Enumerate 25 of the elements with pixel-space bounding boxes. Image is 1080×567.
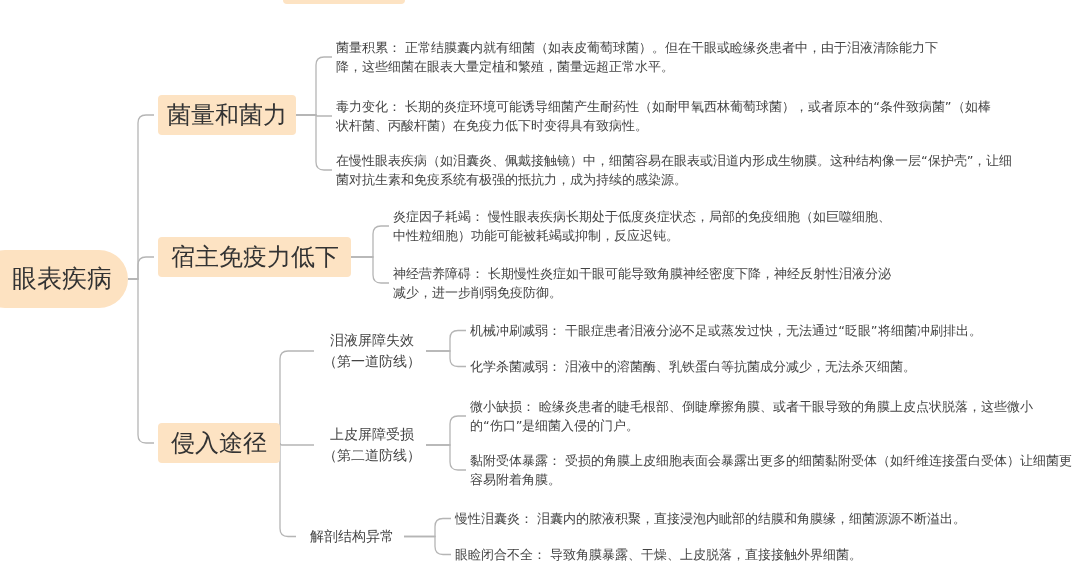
detail-text: 微小缺损： 睑缘炎患者的睫毛根部、倒睫摩擦角膜、或者干眼导致的角膜上皮点状脱落，这些微小的“伤口”是细菌入侵的门户。 (470, 397, 1040, 435)
detail-text: 黏附受体暴露： 受损的角膜上皮细胞表面会暴露出更多的细菌黏附受体（如纤维连接蛋白受体）让细菌更容易附着角膜。 (470, 451, 1078, 489)
subtopic: 上皮屏障受损（第二道防线） (318, 424, 426, 466)
detail-text: 化学杀菌减弱： 泪液中的溶菌酶、乳铁蛋白等抗菌成分减少，无法杀灭细菌。 (470, 357, 1075, 376)
main-topic: 宿主免疫力低下 (158, 237, 351, 277)
detail-text: 眼睑闭合不全： 导致角膜暴露、干燥、上皮脱落，直接接触外界细菌。 (455, 545, 1075, 564)
connector-line (403, 535, 452, 556)
connector-line (279, 442, 315, 446)
detail-text: 毒力变化： 长期的炎症环境可能诱导细菌产生耐药性（如耐甲氧西林葡萄球菌），或者原本的“条件致病菌”（如棒状杆菌、丙酸杆菌）在免疫力低下时变得具有致病性。 (336, 97, 996, 135)
detail-text: 慢性泪囊炎： 泪囊内的脓液积聚，直接浸泡内眦部的结膜和角膜缘，细菌源源不断溢出。 (455, 509, 1075, 528)
detail-text: 炎症因子耗竭： 慢性眼表疾病长期处于低度炎症状态，局部的免疫细胞（如巨噬细胞、中性粒细胞）功能可能被耗竭或抑制，反应迟钝。 (393, 207, 893, 245)
detail-text: 在慢性眼表疾病（如泪囊炎、佩戴接触镜）中，细菌容易在眼表或泪道内形成生物膜。这种结构像一层“保护壳”，让细菌对抗生素和免疫系统有极强的抵抗力，成为持续的感染源。 (336, 151, 1016, 189)
root-topic: 眼表疾病 (0, 250, 128, 308)
connector-line (425, 444, 467, 471)
detail-text: 菌量积累： 正常结膜囊内就有细菌（如表皮葡萄球菌）。但在干眼或睑缘炎患者中，由于泪液清除能力下降，这些细菌在眼表大量定植和繁殖，菌量远超正常水平。 (336, 38, 956, 76)
main-topic: 菌量和菌力 (158, 95, 296, 135)
subtopic: 解剖结构异常 (300, 526, 404, 547)
detail-text: 机械冲刷减弱： 干眼症患者泪液分泌不足或蒸发过快，无法通过“眨眼”将细菌冲刷排出。 (470, 321, 1075, 340)
connector-line (425, 350, 467, 368)
main-topic: 侵入途径 (158, 423, 280, 463)
subtopic: 泪液屏障失效（第一道防线） (318, 330, 426, 372)
detail-text: 神经营养障碍： 长期慢性炎症如干眼可能导致角膜神经密度下降，神经反射性泪液分泌减少，进一步削弱免疫防御。 (393, 264, 893, 302)
connector-line (127, 278, 155, 444)
connector-line (350, 256, 390, 284)
connector-line (295, 114, 333, 171)
